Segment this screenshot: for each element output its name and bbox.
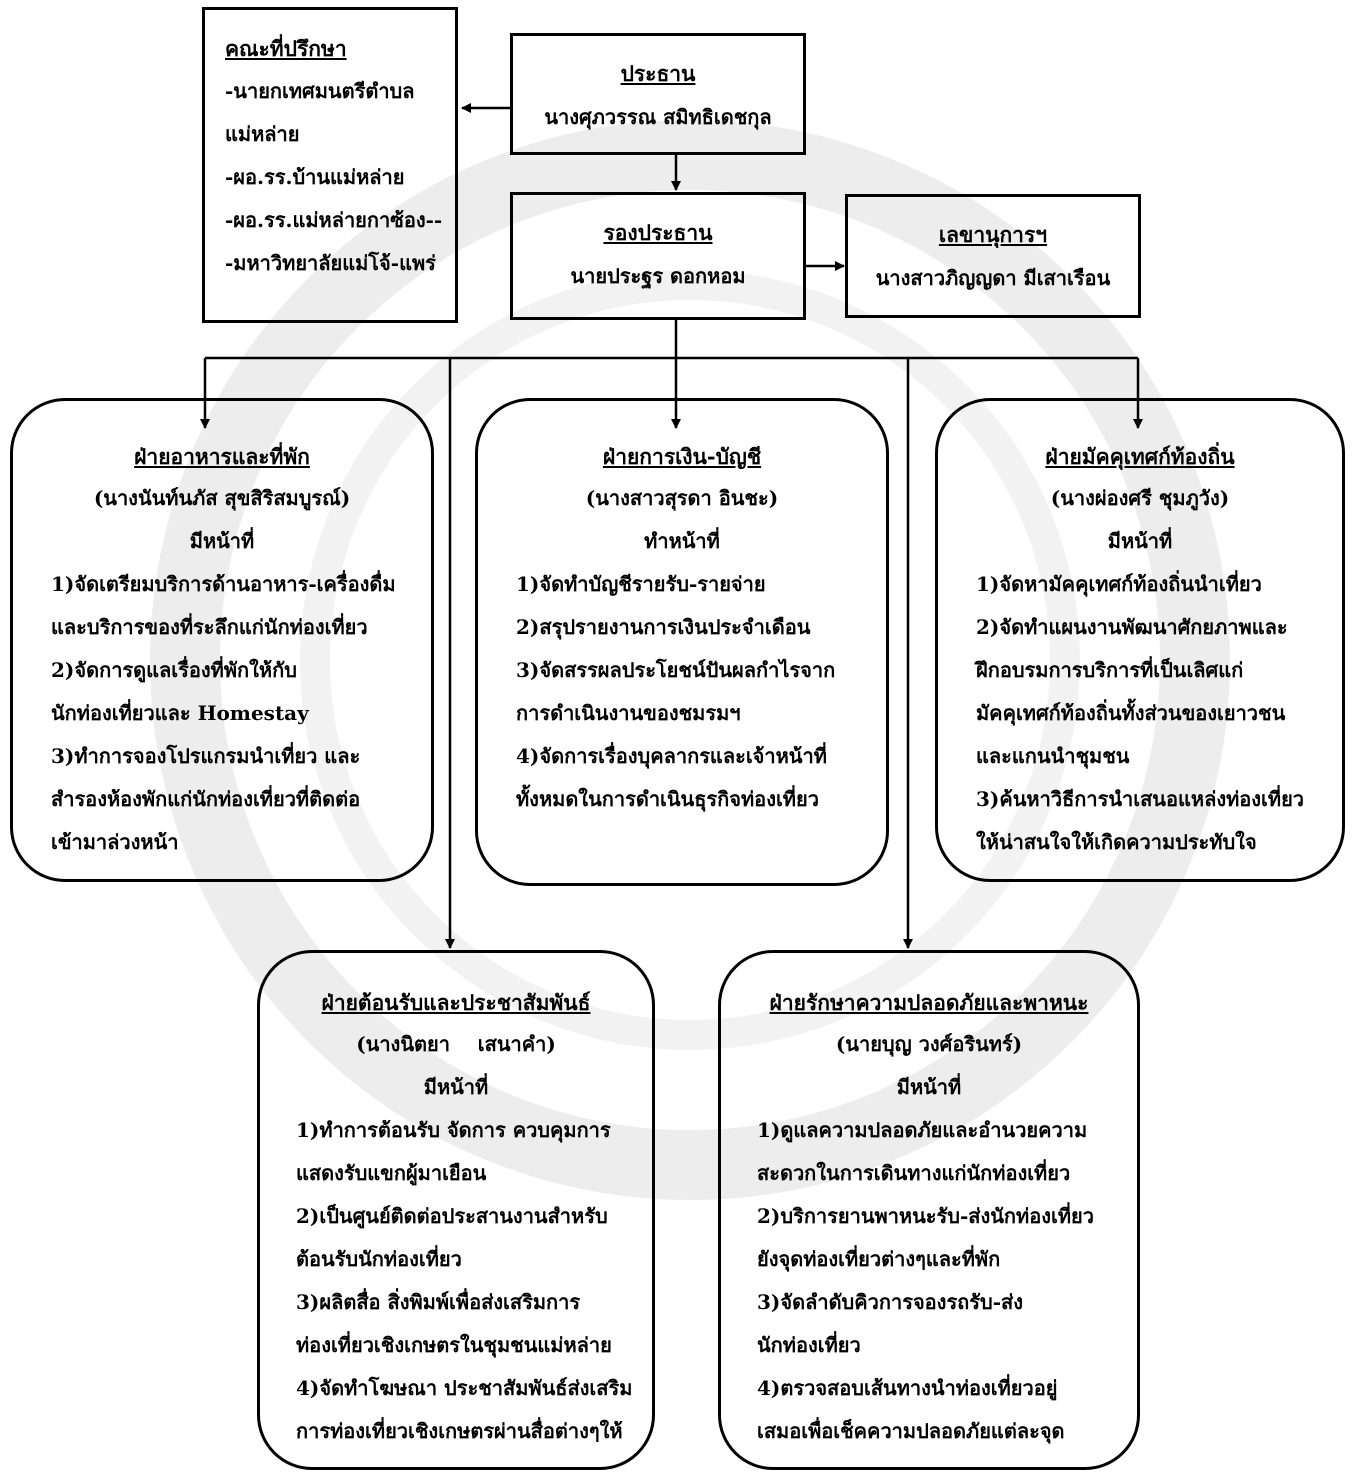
guide-duty-line: 1)จัดหามัคคุเทศก์ท้องถิ่นนำเที่ยว (976, 572, 1262, 596)
reception-duty-line: 4)จัดทำโฆษณา ประชาสัมพันธ์ส่งเสริม (296, 1376, 633, 1400)
finance-duty-line: 4)จัดการเรื่องบุคลากรและเจ้าหน้าที่ (516, 744, 827, 768)
advisors-box: คณะที่ปรึกษา -นายกเทศมนตรีตำบล แม่หล่าย … (202, 7, 458, 323)
food-title: ฝ่ายอาหารและที่พัก (134, 444, 310, 469)
finance-duty-label: ทำหน้าที่ (644, 529, 720, 553)
safety-duty-line: 3)จัดลำดับคิวการจองรถรับ-ส่ง (757, 1290, 1024, 1314)
food-duty-line: และบริการของที่ระลึกแก่นักท่องเที่ยว (51, 615, 368, 639)
food-duty-line: นักท่องเที่ยวและ Homestay (51, 701, 309, 725)
food-duty-line: สำรองห้องพักแก่นักท่องเที่ยวที่ติดต่อ (51, 787, 361, 811)
advisor-line: -นายกเทศมนตรีตำบล (225, 79, 415, 103)
safety-duty-label: มีหน้าที่ (896, 1075, 962, 1099)
vice-chair-box: รองประธาน นายประฐร ดอกหอม (510, 192, 806, 320)
reception-duty-label: มีหน้าที่ (423, 1075, 489, 1099)
chair-box: ประธาน นางศุภวรรณ สมิทธิเดชกุล (510, 33, 806, 155)
local-guide-box: ฝ่ายมัคคุเทศก์ท้องถิ่น (นางผ่องศรี ชุมภู… (935, 398, 1345, 882)
finance-duty-line: ทั้งหมดในการดำเนินธุรกิจท่องเที่ยว (516, 787, 819, 811)
food-duty-line: 2)จัดการดูแลเรื่องที่พักให้กับ (51, 658, 297, 682)
vice-chair-name: นายประฐร ดอกหอม (570, 264, 746, 288)
finance-duty-line: การดำเนินงานของชมรมฯ (516, 701, 741, 725)
secretary-name: นางสาวภิญญดา มีเสาเรือน (875, 266, 1111, 290)
food-duty-line: 1)จัดเตรียมบริการด้านอาหาร-เครื่องดื่ม (51, 572, 396, 596)
vice-chair-title: รองประธาน (603, 220, 713, 245)
food-duty-line: เข้ามาล่วงหน้า (51, 830, 179, 854)
safety-vehicle-box: ฝ่ายรักษาความปลอดภัยและพาหนะ (นายบุญ วงศ… (718, 950, 1140, 1470)
reception-title: ฝ่ายต้อนรับและประชาสัมพันธ์ (321, 990, 591, 1015)
safety-person: (นายบุญ วงศ์อรินทร์) (835, 1032, 1023, 1056)
reception-duty-line: ท่องเที่ยวเชิงเกษตรในชุมชนแม่หล่าย (296, 1333, 612, 1357)
advisors-title: คณะที่ปรึกษา (225, 36, 347, 61)
safety-duty-line: 4)ตรวจสอบเส้นทางนำท่องเที่ยวอยู่ (757, 1376, 1058, 1400)
finance-duty-line: 3)จัดสรรผลประโยชน์ปันผลกำไรจาก (516, 658, 836, 682)
reception-duty-line: 2)เป็นศูนย์ติดต่อประสานงานสำหรับ (296, 1204, 608, 1228)
reception-duty-line: การท่องเที่ยวเชิงเกษตรผ่านสื่อต่างๆให้ (296, 1419, 623, 1443)
safety-duty-line: นักท่องเที่ยว (757, 1333, 861, 1357)
chair-title: ประธาน (620, 61, 696, 86)
advisor-line: แม่หล่าย (225, 122, 300, 146)
safety-duty-line: 2)บริการยานพาหนะรับ-ส่งนักท่องเที่ยว (757, 1204, 1094, 1228)
guide-person: (นางผ่องศรี ชุมภูวัง) (1050, 486, 1230, 510)
safety-duty-line: เสมอเพื่อเช็คความปลอดภัยแต่ละจุด (757, 1419, 1065, 1443)
secretary-box: เลขานุการฯ นางสาวภิญญดา มีเสาเรือน (845, 194, 1141, 318)
reception-duty-line: แสดงรับแขกผู้มาเยือน (296, 1161, 487, 1185)
finance-duty-line: 2)สรุปรายงานการเงินประจำเดือน (516, 615, 811, 639)
safety-duty-line: ยังจุดท่องเที่ยวต่างๆและที่พัก (757, 1247, 1001, 1271)
guide-title: ฝ่ายมัคคุเทศก์ท้องถิ่น (1045, 444, 1235, 469)
guide-duty-line: ให้น่าสนใจให้เกิดความประทับใจ (976, 830, 1257, 854)
reception-duty-line: 3)ผลิตสื่อ สิ่งพิมพ์เพื่อส่งเสริมการ (296, 1290, 581, 1314)
advisor-line: -ผอ.รร.บ้านแม่หล่าย (225, 165, 405, 189)
finance-duty-line: 1)จัดทำบัญชีรายรับ-รายจ่าย (516, 572, 766, 596)
finance-person: (นางสาวสุรดา อินชะ) (585, 486, 779, 510)
food-person: (นางนันท์นภัส สุขสิริสมบูรณ์) (93, 486, 351, 510)
reception-duty-line: ต้อนรับนักท่องเที่ยว (296, 1247, 462, 1271)
food-duty-label: มีหน้าที่ (189, 529, 255, 553)
finance-title: ฝ่ายการเงิน-บัญชี (602, 444, 762, 469)
guide-duty-line: ฝึกอบรมการบริการที่เป็นเลิศแก่ (976, 658, 1244, 682)
advisor-line: -ผอ.รร.แม่หล่ายกาซ้อง-- (225, 208, 443, 232)
guide-duty-line: และแกนนำชุมชน (976, 744, 1130, 768)
advisor-line: -มหาวิทยาลัยแม่โจ้-แพร่ (225, 251, 436, 275)
finance-box: ฝ่ายการเงิน-บัญชี (นางสาวสุรดา อินชะ) ทำ… (475, 398, 889, 886)
safety-duty-line: 1)ดูแลความปลอดภัยและอำนวยความ (757, 1118, 1088, 1142)
food-lodging-box: ฝ่ายอาหารและที่พัก (นางนันท์นภัส สุขสิริ… (10, 398, 434, 882)
food-duty-line: 3)ทำการจองโปรแกรมนำเที่ยว และ (51, 744, 361, 768)
safety-title: ฝ่ายรักษาความปลอดภัยและพาหนะ (769, 990, 1089, 1015)
chair-name: นางศุภวรรณ สมิทธิเดชกุล (544, 105, 772, 129)
guide-duty-label: มีหน้าที่ (1107, 529, 1173, 553)
reception-duty-line: 1)ทำการต้อนรับ จัดการ ควบคุมการ (296, 1118, 611, 1142)
guide-duty-line: มัคคุเทศก์ท้องถิ่นทั้งส่วนของเยาวชน (976, 701, 1286, 725)
reception-pr-box: ฝ่ายต้อนรับและประชาสัมพันธ์ (นางนิตยา เส… (257, 950, 655, 1470)
guide-duty-line: 3)ค้นหาวิธีการนำเสนอแหล่งท่องเที่ยว (976, 787, 1305, 811)
safety-duty-line: สะดวกในการเดินทางแก่นักท่องเที่ยว (757, 1161, 1071, 1185)
guide-duty-line: 2)จัดทำแผนงานพัฒนาศักยภาพและ (976, 615, 1288, 639)
secretary-title: เลขานุการฯ (938, 222, 1048, 247)
reception-person: (นางนิตยา เสนาคำ) (356, 1032, 556, 1056)
